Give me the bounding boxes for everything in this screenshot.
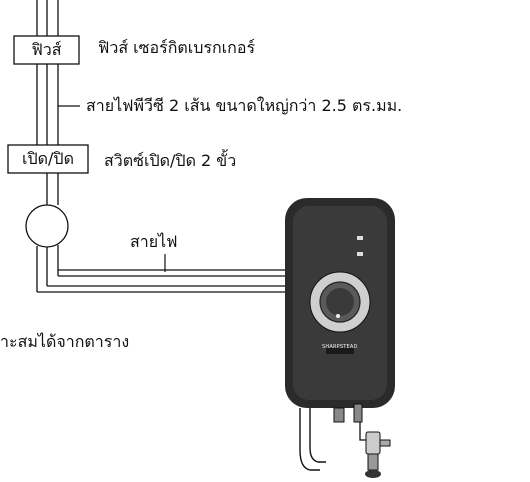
heater-brand: SHARPSTEAD [322, 344, 358, 350]
meter-description: าะสมได้จากตาราง [0, 332, 130, 351]
pipe-inlet [353, 403, 363, 423]
heater-wires [36, 245, 290, 293]
indicator-bottom [357, 252, 363, 256]
valve-thread [367, 453, 379, 471]
switch-box [7, 144, 89, 174]
switch-description: สวิตซ์เปิด/ปิด 2 ขั้ว [104, 151, 237, 170]
water-heater [285, 198, 395, 478]
brand-plate [326, 348, 354, 354]
knob-pointer [336, 314, 340, 318]
indicator-top [357, 236, 363, 240]
switch-lines [46, 173, 59, 205]
wire-label: สายไฟ [130, 232, 178, 251]
valve-handle [379, 439, 391, 447]
knob-center [326, 288, 354, 316]
valve-body [365, 431, 381, 455]
supply-lines [36, 0, 59, 36]
switch-box-label: เปิด/ปิด [22, 149, 74, 168]
fuse-box [13, 35, 80, 65]
meter-circle [25, 204, 69, 248]
fuse-description: ฟิวส์ เซอร์กิตเบรกเกอร์ [98, 38, 256, 57]
cable-description: สายไฟพีวีซี 2 เส้น ขนาดใหญ่กว่า 2.5 ตร.ม… [86, 96, 403, 115]
fuse-box-label: ฟิวส์ [31, 40, 62, 59]
hose [299, 408, 320, 471]
valve-cap [365, 470, 381, 478]
water-outlet [333, 407, 345, 423]
cable-lines [36, 64, 59, 145]
